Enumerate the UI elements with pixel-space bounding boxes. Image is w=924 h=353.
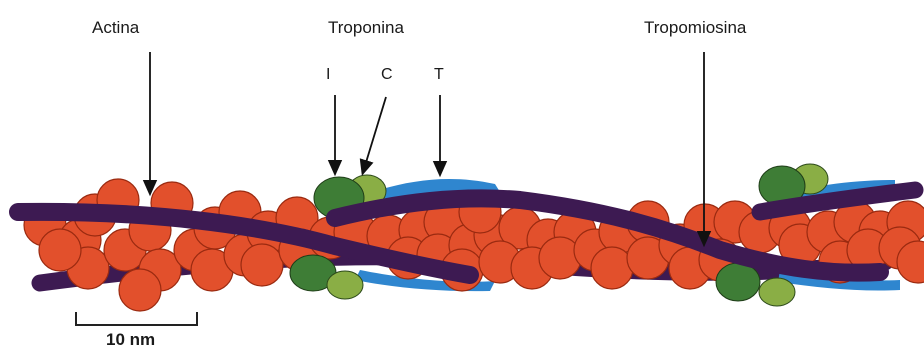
actin-monomer	[39, 229, 81, 271]
actin-monomer	[591, 247, 633, 289]
troponin-i-label: I	[326, 66, 330, 84]
scale-bar-label: 10 nm	[106, 330, 155, 350]
troponin-c-complex-left-lower	[327, 271, 363, 299]
actin-monomer	[241, 244, 283, 286]
troponin-i-complex-right-lower	[716, 263, 760, 301]
troponin-t-label: T	[434, 66, 444, 84]
troponin-label: Troponina	[328, 18, 404, 38]
tropomyosin-label: Tropomiosina	[644, 18, 746, 38]
scale-bar	[76, 312, 197, 325]
actin-monomer	[119, 269, 161, 311]
troponin-c-label: C	[381, 66, 393, 84]
troponin-c-complex-right-lower	[759, 278, 795, 306]
troponin-c-arrow	[364, 97, 386, 169]
actin-label: Actina	[92, 18, 139, 38]
